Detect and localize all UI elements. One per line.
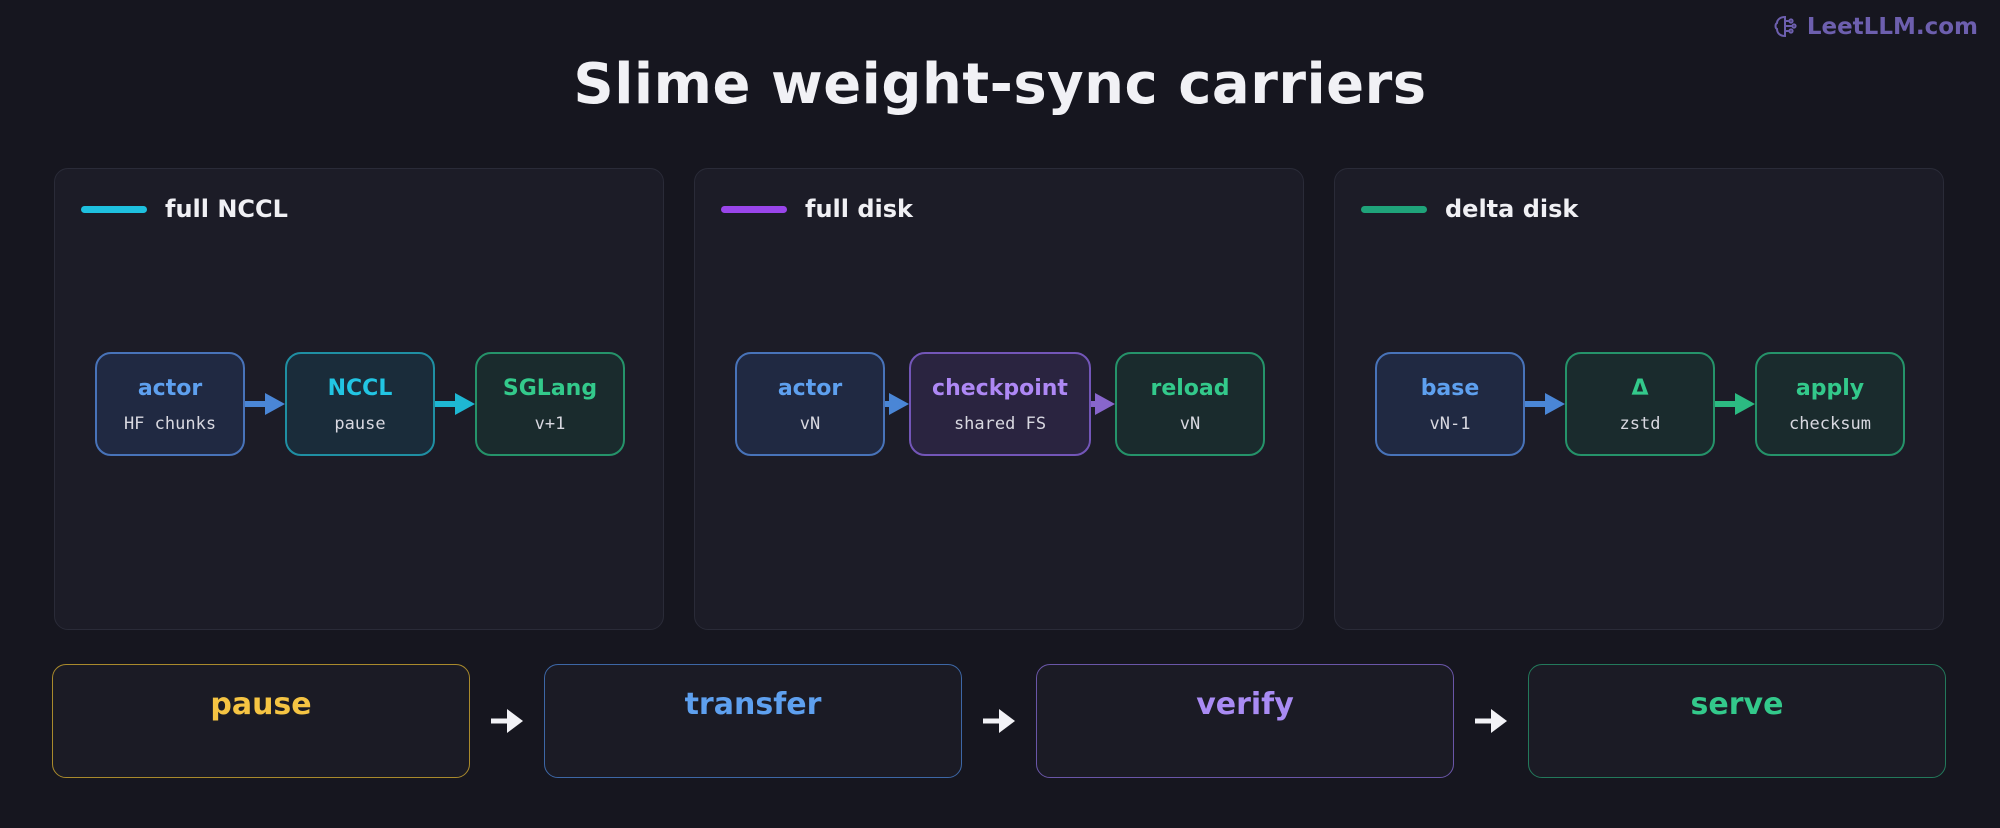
node-sublabel: vN xyxy=(1179,414,1201,434)
node-label: reload xyxy=(1150,376,1230,401)
node-label: actor xyxy=(137,376,203,401)
flow-arrow xyxy=(1525,393,1565,415)
stage-label: serve xyxy=(1690,687,1784,722)
pipeline-stage-pause: pause xyxy=(52,664,470,778)
flow-node-actor: actor vN xyxy=(735,352,885,456)
carrier-panel-full-disk: full disk actor vN checkpoint shared FS reloa… xyxy=(694,168,1304,630)
carrier-panel-full-nccl: full NCCL actor HF chunks NCCL pause SGLang v+… xyxy=(54,168,664,630)
panel-title: delta disk xyxy=(1445,195,1579,223)
node-sublabel: v+1 xyxy=(534,414,566,434)
node-sublabel: zstd xyxy=(1619,414,1661,434)
node-label: actor xyxy=(777,376,843,401)
node-label: base xyxy=(1420,376,1480,401)
stage-arrow-icon xyxy=(983,709,1015,733)
diagram-title: Slime weight-sync carriers xyxy=(573,52,1427,117)
stage-arrow-icon xyxy=(1475,709,1507,733)
node-label: SGLang xyxy=(502,376,598,401)
flow-arrow xyxy=(1715,393,1755,415)
stage-label: transfer xyxy=(684,687,822,722)
node-label: checkpoint xyxy=(932,376,1068,401)
brain-icon xyxy=(1774,15,1797,38)
stage-label: pause xyxy=(210,687,312,722)
node-label: NCCL xyxy=(327,376,393,401)
panel-title: full NCCL xyxy=(165,195,288,223)
brand-name: LeetLLM.com xyxy=(1806,14,1978,40)
panel-title: full disk xyxy=(805,195,913,223)
node-label: apply xyxy=(1795,376,1865,401)
node-sublabel: checksum xyxy=(1789,414,1871,434)
flow-arrow xyxy=(1091,393,1115,415)
panel-header: full NCCL xyxy=(81,195,288,223)
node-sublabel: pause xyxy=(334,414,386,434)
flow-arrow xyxy=(435,393,475,415)
stage-label: verify xyxy=(1196,687,1294,722)
panel-accent-bar xyxy=(721,205,787,213)
node-sublabel: vN xyxy=(799,414,821,434)
panel-header: full disk xyxy=(721,195,913,223)
panel-accent-bar xyxy=(1361,205,1427,213)
node-sublabel: shared FS xyxy=(953,414,1047,434)
brand[interactable]: LeetLLM.com xyxy=(1773,14,1978,40)
flow-node-checkpoint: checkpoint shared FS xyxy=(909,352,1091,456)
pipeline-stage-verify: verify xyxy=(1036,664,1454,778)
flow-node-base: base vN-1 xyxy=(1375,352,1525,456)
node-sublabel: vN-1 xyxy=(1429,414,1471,434)
flow-node-actor: actor HF chunks xyxy=(95,352,245,456)
node-label: Δ xyxy=(1631,376,1649,401)
panel-accent-bar xyxy=(81,205,147,213)
flow-node-reload: reload vN xyxy=(1115,352,1265,456)
flow-node-apply: apply checksum xyxy=(1755,352,1905,456)
pipeline-stage-transfer: transfer xyxy=(544,664,962,778)
flow-node-nccl: NCCL pause xyxy=(285,352,435,456)
pipeline-stage-serve: serve xyxy=(1528,664,1946,778)
node-sublabel: HF chunks xyxy=(123,414,217,434)
flow-arrow xyxy=(245,393,285,415)
flow-node-sglang: SGLang v+1 xyxy=(475,352,625,456)
panel-header: delta disk xyxy=(1361,195,1578,223)
stage-arrow-icon xyxy=(491,709,523,733)
flow-arrow xyxy=(885,393,909,415)
